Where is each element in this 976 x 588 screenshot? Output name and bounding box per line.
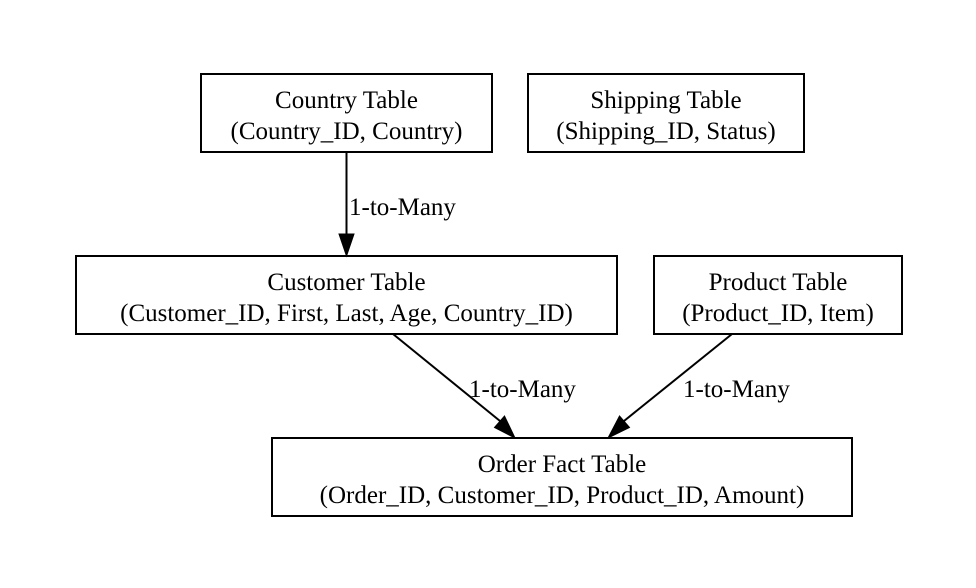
- node-shipping-fields: (Shipping_ID, Status): [556, 118, 775, 145]
- edge-product-order-line: [623, 333, 733, 422]
- edge-customer-order-line: [392, 333, 501, 422]
- edge-country-customer-arrowhead: [338, 233, 355, 258]
- node-shipping-box: [527, 73, 805, 153]
- edge-customer-to-order: 1-to-Many: [392, 333, 576, 440]
- node-product-title: Product Table: [709, 269, 848, 296]
- edge-product-order-label: 1-to-Many: [683, 376, 790, 403]
- node-order-fields: (Order_ID, Customer_ID, Product_ID, Amou…: [320, 482, 805, 509]
- node-order-title: Order Fact Table: [478, 451, 647, 478]
- node-country-title: Country Table: [275, 87, 418, 114]
- node-order-box: [271, 437, 853, 517]
- node-country-fields: (Country_ID, Country): [231, 118, 463, 145]
- node-customer-table: Customer Table (Customer_ID, First, Last…: [75, 255, 618, 335]
- edge-country-customer-label: 1-to-Many: [349, 194, 456, 221]
- node-product-box: [653, 255, 903, 335]
- node-customer-fields: (Customer_ID, First, Last, Age, Country_…: [120, 300, 573, 327]
- node-product-table: Product Table (Product_ID, Item): [653, 255, 903, 335]
- edge-product-order-arrowhead: [606, 415, 631, 440]
- edge-product-to-order: 1-to-Many: [606, 333, 790, 440]
- edge-customer-order-label: 1-to-Many: [469, 376, 576, 403]
- edge-country-to-customer: 1-to-Many: [338, 152, 456, 258]
- node-country-box: [200, 73, 493, 153]
- node-shipping-title: Shipping Table: [590, 87, 741, 114]
- node-country-table: Country Table (Country_ID, Country): [200, 73, 493, 153]
- node-product-fields: (Product_ID, Item): [682, 300, 874, 327]
- node-customer-title: Customer Table: [267, 269, 425, 296]
- node-order-fact-table: Order Fact Table (Order_ID, Customer_ID,…: [271, 437, 853, 517]
- node-shipping-table: Shipping Table (Shipping_ID, Status): [527, 73, 805, 153]
- edge-customer-order-arrowhead: [493, 415, 517, 440]
